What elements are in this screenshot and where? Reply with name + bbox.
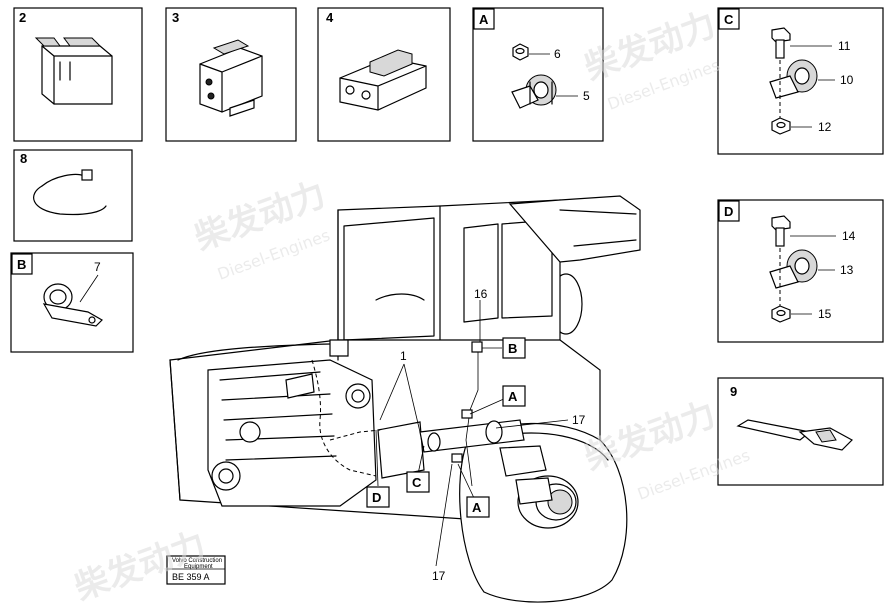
callout-17-upper: 17 (572, 413, 586, 427)
cable-tie-icon (33, 169, 107, 216)
flat-strip-connector-icon (736, 419, 853, 451)
clip-A-lower-location (451, 453, 463, 463)
panel-D-detail: D 14 13 15 (717, 199, 884, 343)
cab-front-window (343, 217, 435, 341)
svg-text:C: C (412, 475, 422, 490)
panel-3-label: 3 (172, 10, 179, 25)
panel-8: 8 (13, 149, 133, 242)
reference-block: Volvo Construction Equipment BE 359 A (166, 555, 226, 585)
reference-line1: Volvo Construction (172, 558, 222, 564)
tag-C: C (406, 471, 430, 493)
clamp-icon (769, 59, 818, 120)
callout-16: 16 (474, 287, 488, 301)
bolt-icon (771, 215, 791, 247)
steering-wheel (375, 293, 425, 301)
bolt-icon (771, 27, 791, 59)
clip-B-location (471, 341, 483, 353)
svg-text:A: A (472, 500, 482, 515)
connector-housing-icon (34, 37, 113, 105)
item-11-label: 11 (838, 39, 851, 53)
item-5-label: 5 (583, 89, 590, 103)
reference-code: BE 359 A (172, 572, 210, 582)
item-7-label: 7 (94, 260, 101, 274)
machine-illustration (169, 195, 641, 603)
item-13-label: 13 (840, 263, 854, 277)
svg-text:B: B (508, 341, 517, 356)
tag-A-lower: A (466, 496, 490, 518)
panel-3: 3 (165, 7, 297, 142)
flange-nut-icon (771, 117, 791, 135)
flat-connector-icon (339, 49, 427, 111)
cab-door-window (463, 223, 499, 323)
panel-4-label: 4 (326, 10, 334, 25)
panel-C-detail: C 11 10 12 (717, 7, 884, 155)
panel-D-label: D (724, 204, 733, 219)
panel-B-detail: B 7 (10, 252, 134, 353)
panel-9: 9 (717, 377, 884, 486)
clip-A-location (461, 409, 473, 419)
nut-icon (512, 43, 529, 61)
two-pin-plug-icon (199, 39, 263, 117)
panel-A-detail: A 6 5 (472, 7, 604, 142)
item-10-label: 10 (840, 73, 854, 87)
item-6-label: 6 (554, 47, 561, 61)
panel-B-label: B (17, 257, 26, 272)
item-12-label: 12 (818, 120, 832, 134)
svg-text:D: D (372, 490, 381, 505)
flange-nut-icon (771, 305, 791, 323)
reference-line2: Equipment (184, 564, 213, 570)
callout-1: 1 (400, 349, 407, 363)
tag-A-upper: A (502, 385, 526, 407)
panel-A-label: A (479, 12, 489, 27)
panel-2-label: 2 (19, 10, 26, 25)
engine (207, 339, 377, 507)
panel-9-label: 9 (730, 384, 737, 399)
clamp-grommet-icon (511, 74, 557, 109)
callout-lines (375, 300, 569, 567)
item-14-label: 14 (842, 229, 856, 243)
panel-C-label: C (724, 12, 734, 27)
tag-B: B (502, 337, 526, 359)
panel-2: 2 (13, 7, 143, 142)
callout-17-lower: 17 (432, 569, 446, 583)
tag-D: D (366, 486, 390, 508)
watermark-brand: 柴发动力 (69, 524, 210, 608)
panel-8-label: 8 (20, 151, 27, 166)
panel-4: 4 (317, 7, 451, 142)
item-15-label: 15 (818, 307, 832, 321)
svg-text:A: A (508, 389, 518, 404)
clamp-icon (769, 248, 818, 308)
p-clip-icon (42, 283, 103, 327)
